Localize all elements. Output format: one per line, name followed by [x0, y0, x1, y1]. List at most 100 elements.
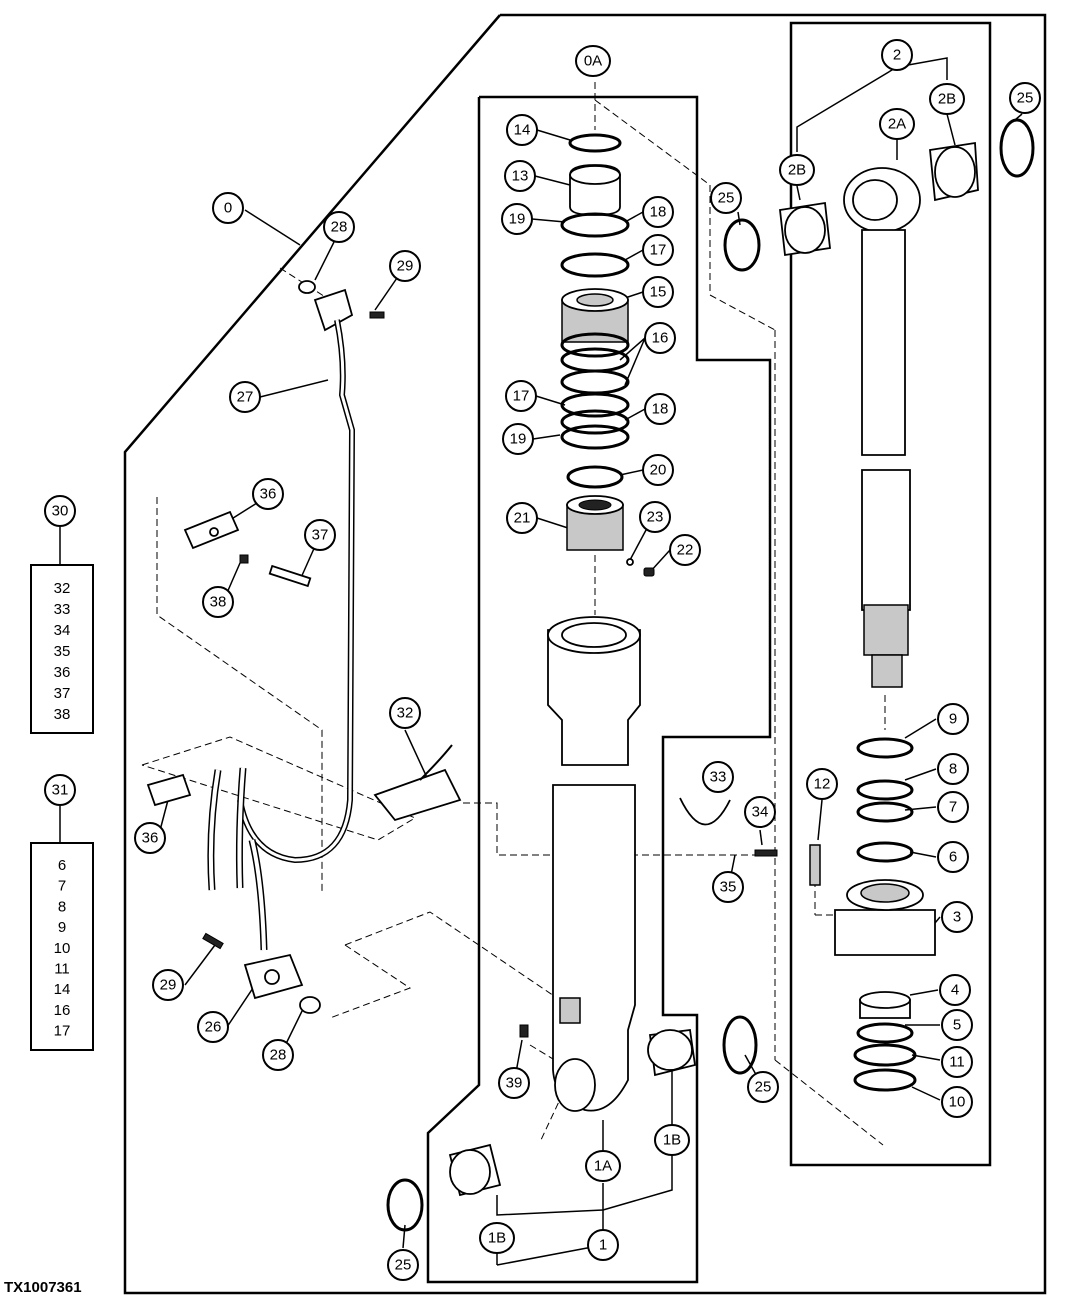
svg-text:29: 29 [160, 977, 177, 994]
callout-34: 34 [744, 796, 776, 828]
callout-37: 37 [304, 519, 336, 551]
callout-4: 4 [939, 974, 971, 1006]
callout-16: 16 [644, 322, 676, 354]
seal-25-bottom [386, 1178, 424, 1232]
seal-ring-17-upper [560, 252, 630, 278]
seal-25-mid [722, 1015, 758, 1075]
svg-text:22: 22 [677, 542, 694, 559]
callout-0: 0 [212, 192, 244, 224]
svg-text:36: 36 [260, 486, 277, 503]
callout-20: 20 [642, 454, 674, 486]
callout-1B-right: 1B [654, 1124, 690, 1156]
ring-18-lower [560, 409, 630, 435]
kit_31-item: 14 [54, 981, 71, 998]
seal-ring-16-b [560, 369, 630, 395]
callout-0A: 0A [575, 45, 611, 77]
svg-text:20: 20 [650, 462, 667, 479]
callout-39: 39 [498, 1067, 530, 1099]
svg-text:23: 23 [647, 509, 664, 526]
ball-23 [626, 558, 634, 566]
hose-and-clamp-parts [146, 280, 778, 1014]
callout-1B-left: 1B [479, 1222, 515, 1254]
bolt-12 [809, 844, 821, 886]
svg-text:36: 36 [142, 830, 159, 847]
seal-ring-17-lower [560, 392, 630, 418]
rod-seal-parts [560, 133, 655, 577]
callout-25-bottom: 25 [387, 1249, 419, 1281]
svg-text:14: 14 [514, 122, 531, 139]
svg-text:25: 25 [755, 1079, 772, 1096]
callout-31: 31 [44, 774, 76, 806]
oring-28-bottom [299, 996, 321, 1014]
callout-25-top-right: 25 [1009, 82, 1041, 114]
kit_30-item: 32 [54, 580, 71, 597]
svg-text:28: 28 [331, 219, 348, 236]
svg-text:39: 39 [506, 1075, 523, 1092]
ring-11 [853, 1043, 917, 1067]
svg-text:18: 18 [652, 401, 669, 418]
callout-18-upper: 18 [642, 196, 674, 228]
svg-text:37: 37 [312, 527, 329, 544]
svg-text:1B: 1B [488, 1230, 506, 1247]
bracket-32 [373, 768, 462, 822]
callout-28-bottom: 28 [262, 1039, 294, 1071]
callout-5: 5 [941, 1009, 973, 1041]
seal-25-top-right [999, 118, 1035, 178]
kit_31-item: 16 [54, 1002, 71, 1019]
svg-text:19: 19 [510, 431, 527, 448]
kit_30-item: 33 [54, 601, 71, 618]
svg-text:35: 35 [720, 879, 737, 896]
ring-5 [856, 1022, 914, 1044]
svg-text:25: 25 [1017, 90, 1034, 107]
svg-text:10: 10 [949, 1094, 966, 1111]
cylinder-tube-1 [386, 616, 697, 1232]
svg-text:0: 0 [224, 200, 232, 217]
svg-text:5: 5 [953, 1017, 961, 1034]
svg-text:29: 29 [397, 258, 414, 275]
callout-11: 11 [941, 1046, 973, 1078]
svg-text:32: 32 [397, 705, 414, 722]
group-outlines [123, 13, 1047, 1295]
rod-guide-parts [722, 737, 936, 1092]
kit_30-item: 34 [54, 622, 71, 639]
kit_31-item: 8 [58, 898, 66, 915]
kit_30-item: 38 [54, 706, 71, 723]
svg-text:0A: 0A [584, 53, 602, 70]
ring-6 [856, 841, 914, 863]
svg-text:15: 15 [650, 284, 667, 301]
callout-8: 8 [937, 753, 969, 785]
svg-text:9: 9 [949, 711, 957, 728]
callout-1: 1 [587, 1229, 619, 1261]
rod-guide-3 [834, 909, 936, 956]
set-screw-22 [643, 567, 655, 577]
callout-25-top: 25 [710, 182, 742, 214]
figure-id: TX1007361 [4, 1279, 82, 1296]
piston-rod-2 [723, 118, 1035, 688]
callout-6: 6 [937, 841, 969, 873]
kit_31-item: 7 [58, 878, 66, 895]
callout-19-upper: 19 [501, 203, 533, 235]
callout-36-bottom: 36 [134, 822, 166, 854]
seal-ring-16-a [560, 347, 630, 373]
callout-2B-right: 2B [929, 83, 965, 115]
svg-text:11: 11 [949, 1054, 965, 1071]
svg-text:25: 25 [718, 190, 735, 207]
callout-9: 9 [937, 703, 969, 735]
callout-7: 7 [937, 791, 969, 823]
svg-text:19: 19 [509, 211, 526, 228]
shim-20 [566, 465, 624, 489]
callout-17-upper: 17 [642, 234, 674, 266]
callout-25-mid: 25 [747, 1071, 779, 1103]
svg-text:1: 1 [599, 1237, 607, 1254]
callout-21: 21 [506, 502, 538, 534]
svg-text:26: 26 [205, 1019, 222, 1036]
band-33 [679, 797, 731, 826]
svg-text:30: 30 [52, 503, 69, 520]
callout-26: 26 [197, 1011, 229, 1043]
callout-27: 27 [229, 381, 261, 413]
svg-text:12: 12 [814, 776, 831, 793]
kit_31-item: 6 [58, 857, 66, 874]
bolt-37 [268, 564, 312, 588]
